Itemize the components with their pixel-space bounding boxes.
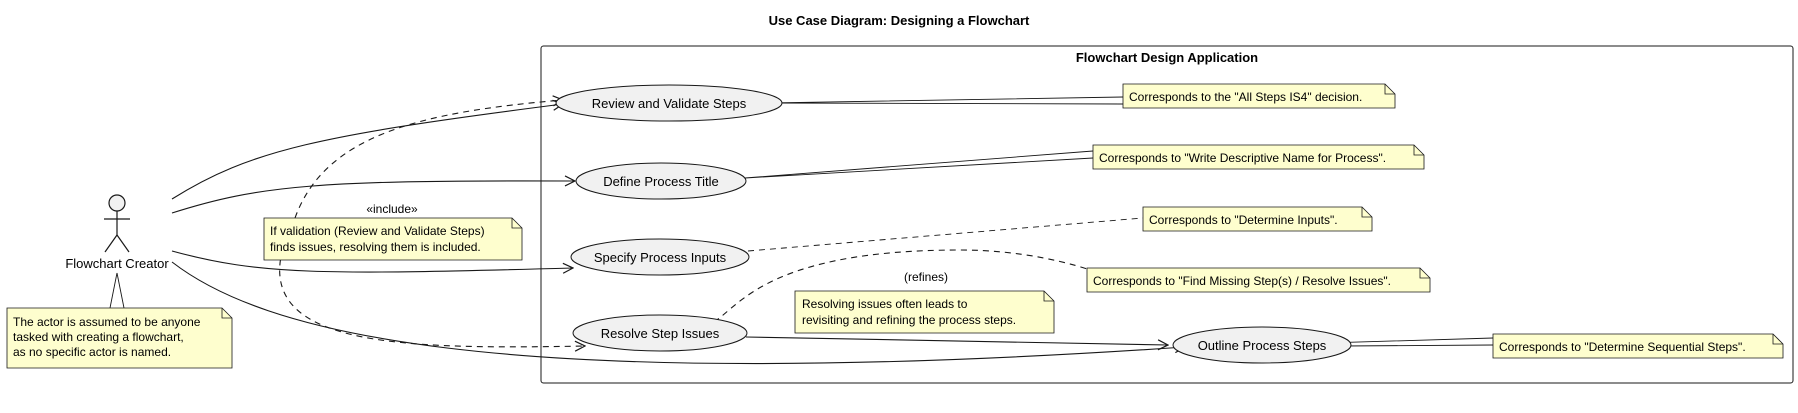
note-actor: The actor is assumed to be anyone tasked… xyxy=(6,307,233,369)
system-boundary: Flowchart Design Application xyxy=(540,45,1794,384)
use-case-specify-inputs: Specify Process Inputs xyxy=(570,238,750,276)
svg-text:If validation (Review and Vali: If validation (Review and Validate Steps… xyxy=(270,224,488,254)
note-include: If validation (Review and Validate Steps… xyxy=(263,217,523,261)
note-line: Resolving issues often leads to xyxy=(802,297,968,311)
include-relation xyxy=(279,100,585,347)
stick-figure-icon xyxy=(104,194,130,253)
note-line: The actor is assumed to be anyone xyxy=(13,315,201,329)
note-line: Corresponds to "Find Missing Step(s) / R… xyxy=(1093,274,1391,288)
use-case-review-validate: Review and Validate Steps xyxy=(555,84,783,122)
use-case-label: Specify Process Inputs xyxy=(594,250,727,265)
svg-text:Resolving issues often leads t: Resolving issues often leads to revisiti… xyxy=(802,297,1016,327)
resolve-to-outline-arrow xyxy=(745,336,1168,345)
svg-text:The actor is assumed to be any: The actor is assumed to be anyone tasked… xyxy=(13,315,204,359)
use-case-resolve-issues: Resolve Step Issues xyxy=(572,314,748,352)
note-line: If validation (Review and Validate Steps… xyxy=(270,224,485,238)
system-boundary-label: Flowchart Design Application xyxy=(1076,50,1258,65)
use-case-define-title: Define Process Title xyxy=(575,162,747,200)
note-resolve: Corresponds to "Find Missing Step(s) / R… xyxy=(1086,267,1431,293)
use-case-outline-steps: Outline Process Steps xyxy=(1172,326,1352,364)
note-line: Corresponds to "Determine Inputs". xyxy=(1149,213,1338,227)
svg-text:Corresponds to "Find Missing S: Corresponds to "Find Missing Step(s) / R… xyxy=(1093,274,1391,288)
note-line: Corresponds to "Write Descriptive Name f… xyxy=(1099,151,1386,165)
actor-flowchart-creator: Flowchart Creator xyxy=(65,194,169,271)
svg-text:Corresponds to the "All Steps: Corresponds to the "All Steps IS4" decis… xyxy=(1129,90,1362,104)
note-line: revisiting and refining the process step… xyxy=(802,313,1016,327)
refines-label: (refines) xyxy=(904,270,948,284)
note-outline: Corresponds to "Determine Sequential Ste… xyxy=(1492,333,1784,359)
use-case-label: Resolve Step Issues xyxy=(601,326,720,341)
note-line: Corresponds to the "All Steps IS4" decis… xyxy=(1129,90,1362,104)
note-line: finds issues, resolving them is included… xyxy=(270,240,481,254)
include-label: «include» xyxy=(366,202,418,216)
note-title: Corresponds to "Write Descriptive Name f… xyxy=(1092,144,1425,170)
diagram-title: Use Case Diagram: Designing a Flowchart xyxy=(769,13,1030,28)
note-line: tasked with creating a flowchart, xyxy=(13,330,184,344)
note-refine: Resolving issues often leads to revisiti… xyxy=(794,290,1055,334)
use-case-label: Outline Process Steps xyxy=(1198,338,1327,353)
use-case-label: Review and Validate Steps xyxy=(592,96,747,111)
actor-label: Flowchart Creator xyxy=(65,256,169,271)
svg-text:Corresponds to "Write Descript: Corresponds to "Write Descriptive Name f… xyxy=(1099,151,1386,165)
note-line: Corresponds to "Determine Sequential Ste… xyxy=(1499,340,1746,354)
svg-text:Corresponds to "Determine Inpu: Corresponds to "Determine Inputs". xyxy=(1149,213,1338,227)
note-review: Corresponds to the "All Steps IS4" decis… xyxy=(1122,83,1396,109)
svg-text:Corresponds to "Determine Sequ: Corresponds to "Determine Sequential Ste… xyxy=(1499,340,1746,354)
note-connectors xyxy=(109,96,1494,348)
note-line: as no specific actor is named. xyxy=(13,345,171,359)
use-case-label: Define Process Title xyxy=(603,174,719,189)
note-inputs: Corresponds to "Determine Inputs". xyxy=(1142,206,1373,232)
refines-relation xyxy=(713,249,1106,323)
